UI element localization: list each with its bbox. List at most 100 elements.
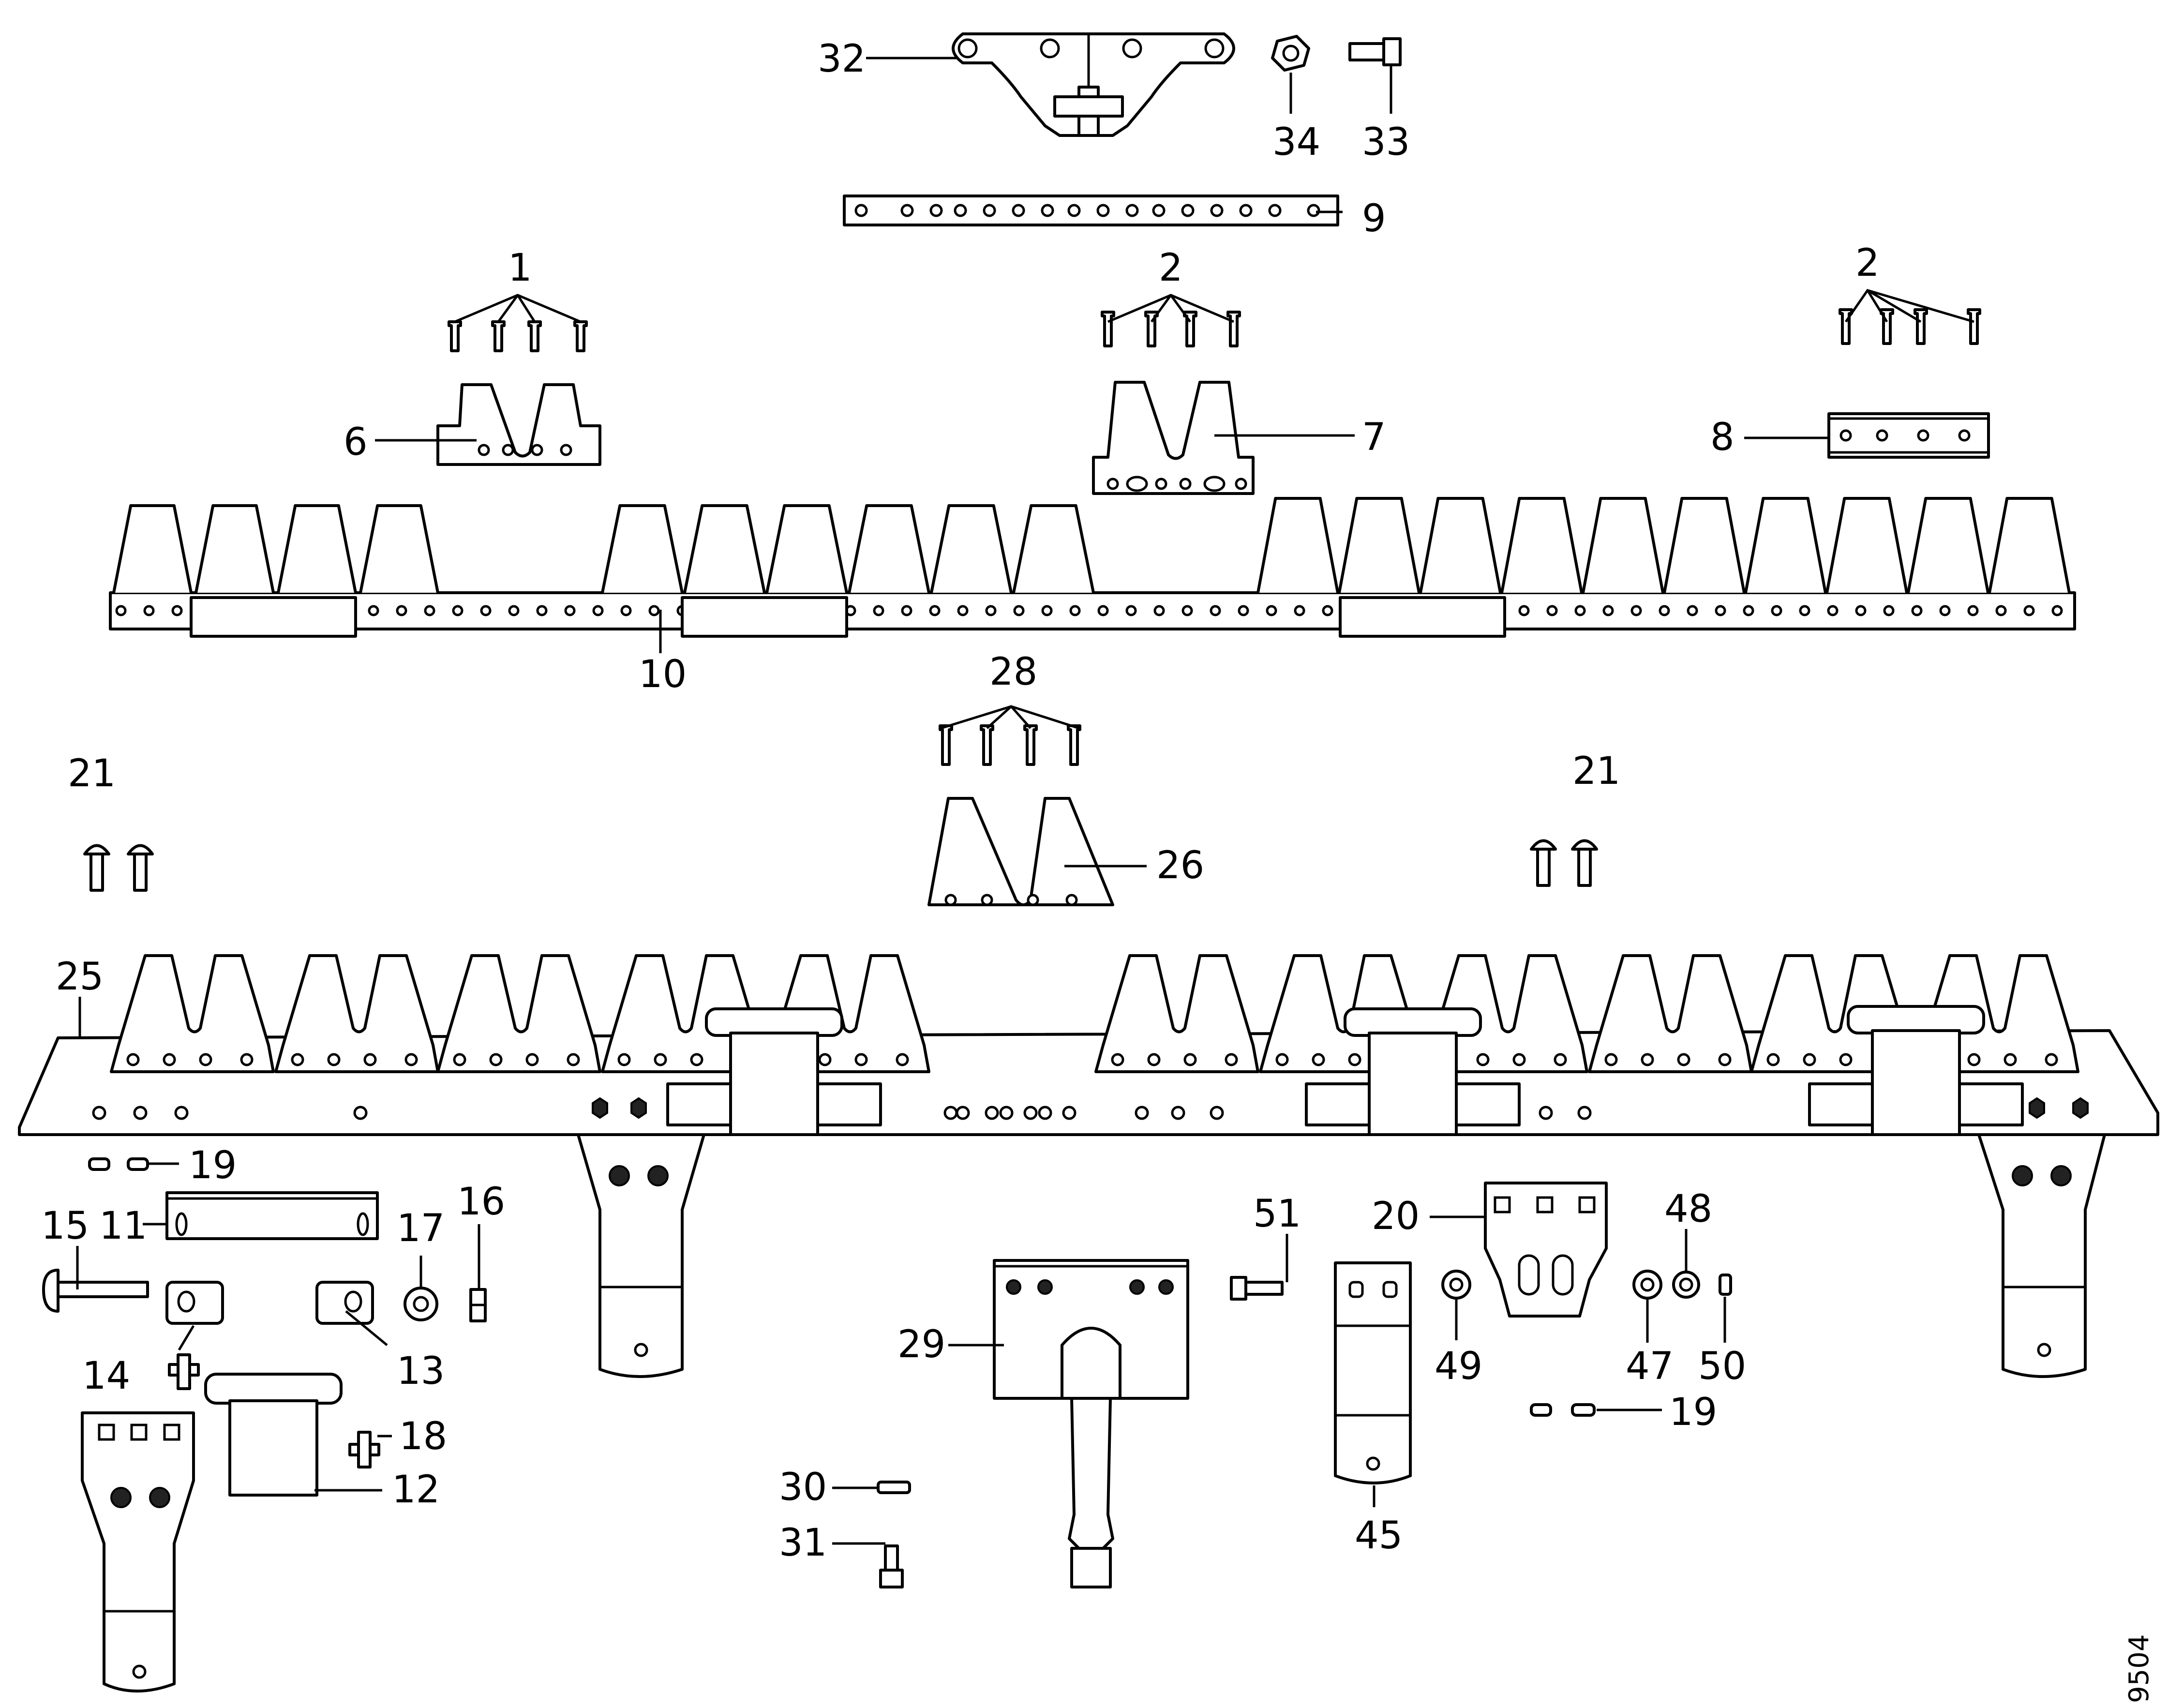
rivets-group-2a (1101, 311, 1241, 347)
bar-section (1423, 954, 1588, 1073)
knife-bar-hole (115, 605, 127, 616)
strip-hole (1096, 204, 1110, 217)
carriage-bolt-head (1571, 839, 1598, 851)
knife-bar-hole (648, 605, 660, 616)
strip-hole (1041, 204, 1054, 217)
section-outline (436, 954, 601, 1073)
knife-bar-hole (1013, 605, 1025, 616)
bar-hole (956, 1106, 970, 1120)
section-outline (1423, 954, 1588, 1073)
bar-section (110, 954, 275, 1073)
section-outline (1094, 954, 1259, 1073)
section-rivet-hole (1348, 1053, 1361, 1066)
section-rivet-hole (654, 1053, 667, 1066)
section-rivet-hole (1512, 1053, 1526, 1066)
rivet (491, 320, 506, 352)
callout-29: 29 (897, 1323, 945, 1366)
bar-hole (1210, 1106, 1224, 1120)
carriage-bolt-head (127, 844, 154, 855)
rivets-group-1 (448, 320, 588, 352)
knife-bar-hole (1322, 605, 1333, 616)
bar-section (274, 954, 439, 1073)
callout-28: 28 (989, 650, 1037, 694)
bar-hole (1577, 1106, 1592, 1120)
section-rivet-hole (567, 1053, 580, 1066)
callout-2a: 2 (1159, 246, 1183, 290)
section-rivet-hole (163, 1053, 176, 1066)
bar-hole (133, 1106, 148, 1120)
carriage-bolt-shank (1577, 848, 1592, 887)
callout-19a: 19 (189, 1144, 237, 1187)
rivet (1023, 724, 1038, 766)
strip-hole (954, 204, 967, 217)
section-rivet-hole (1183, 1053, 1197, 1066)
part-12-knife-head (204, 1373, 343, 1497)
bar-hole (1038, 1106, 1052, 1120)
part-34-nut (1271, 35, 1310, 72)
knife-bar-hole (1125, 605, 1137, 616)
guard-under-bar-right (1977, 1133, 2106, 1378)
strip-hole (1239, 204, 1253, 217)
strip-hole (1181, 204, 1195, 217)
bar-hole (92, 1106, 106, 1120)
rivet (1914, 308, 1928, 345)
part-20-plate (1484, 1182, 1608, 1318)
section-rivet-hole (199, 1053, 212, 1066)
knife-tooth (1500, 497, 1583, 593)
knife-bar-hole (1995, 605, 2007, 616)
callout-47: 47 (1626, 1345, 1674, 1388)
part-32-bracket (952, 32, 1235, 137)
knife-bar-hole (1827, 605, 1839, 616)
section-rivet-hole (1225, 1053, 1238, 1066)
knife-tooth (1256, 497, 1339, 593)
callout-6: 6 (344, 420, 368, 464)
callout-21b: 21 (1572, 749, 1620, 793)
callout-20: 20 (1372, 1195, 1420, 1238)
carriage-bolt-head (83, 844, 110, 855)
callout-26: 26 (1156, 844, 1204, 887)
guard-left-loose (81, 1411, 195, 1693)
knife-bar-hole (1294, 605, 1305, 616)
part-15-bolt (42, 1269, 149, 1313)
part-45-guard (1334, 1261, 1412, 1484)
part-30-pin (877, 1481, 911, 1494)
section-rivet-hole (1803, 1053, 1816, 1066)
strip-hole (1152, 204, 1166, 217)
knife-bar-hole (1153, 605, 1165, 616)
callout-17: 17 (397, 1207, 445, 1250)
knife-bar-hole (985, 605, 997, 616)
callout-45: 45 (1355, 1514, 1403, 1558)
section-rivet-hole (240, 1053, 254, 1066)
part-6-knife-section (436, 383, 601, 466)
part-29-knife-drive-head (993, 1259, 1189, 1588)
bar-hole (985, 1106, 999, 1120)
knife-bar-hole (143, 605, 155, 616)
bar-section (1094, 954, 1259, 1073)
knife-tooth (1582, 497, 1664, 593)
knife-bar-hole (1743, 605, 1754, 616)
part-17-washer (404, 1287, 438, 1321)
section-rivet-hole (1718, 1053, 1732, 1066)
callout-9: 9 (1362, 197, 1386, 240)
knife-tooth (1338, 497, 1420, 593)
section-rivet-hole (525, 1053, 539, 1066)
knife-tooth (194, 504, 275, 593)
section-rivet-hole (1476, 1053, 1490, 1066)
knife-bar-hole (1911, 605, 1923, 616)
bolts-21-left (83, 844, 154, 892)
knife-tooth (1907, 497, 1989, 593)
section-rivet-hole (489, 1053, 503, 1066)
knife-bar-hole (957, 605, 969, 616)
section-rivet-hole (1604, 1053, 1618, 1066)
section-rivet-hole (617, 1053, 631, 1066)
section-rivet-hole (1677, 1053, 1690, 1066)
bar-section (436, 954, 601, 1073)
part-18-bolt-a (168, 1353, 200, 1390)
rivet (1967, 308, 1981, 345)
knife-bar-hole (1715, 605, 1726, 616)
knife-bar-hole (1518, 605, 1530, 616)
section-outline (601, 954, 766, 1073)
section-rivet-hole (1766, 1053, 1780, 1066)
knife-bar-hole (564, 605, 576, 616)
